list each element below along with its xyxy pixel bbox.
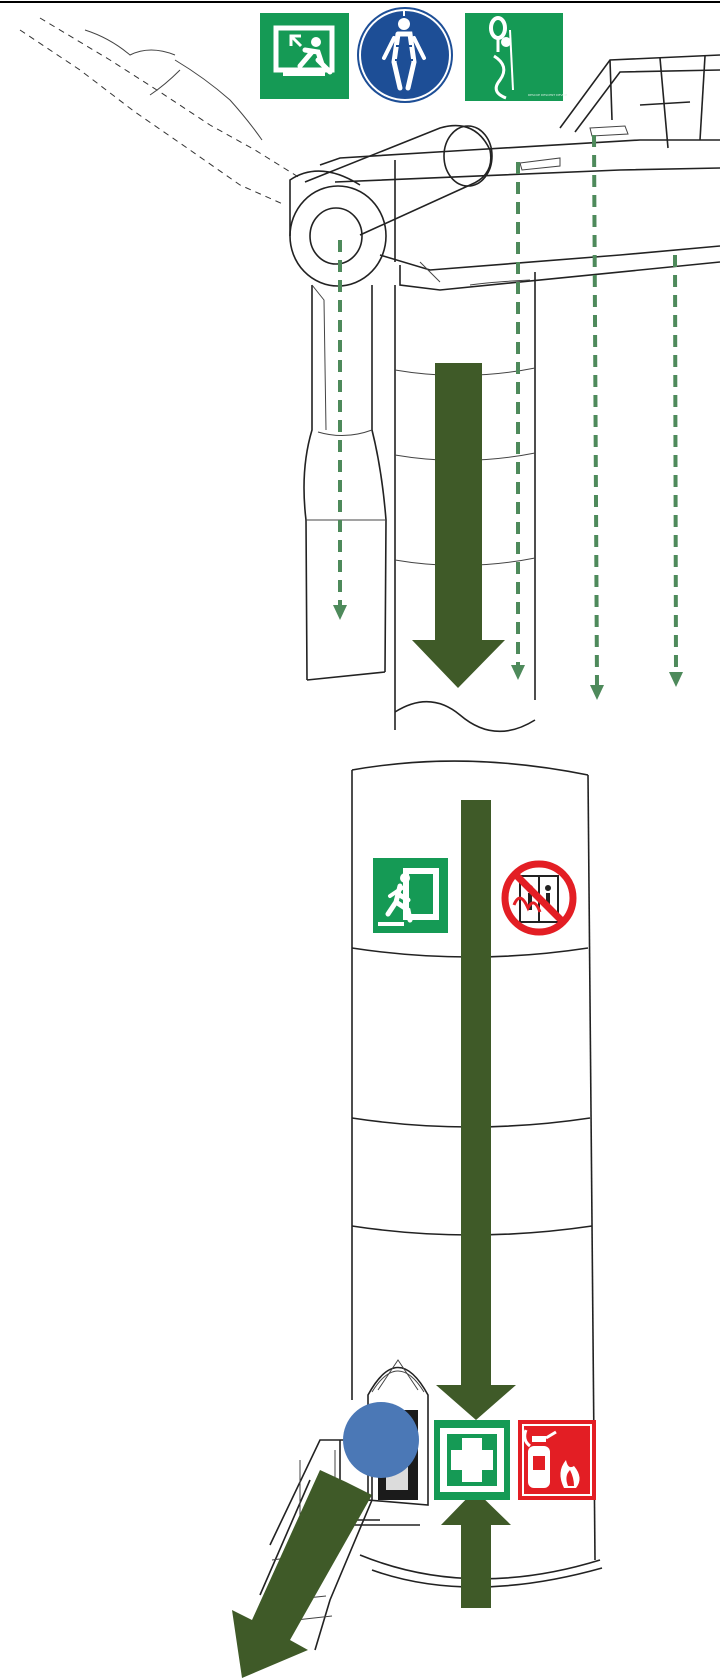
emergency-exit-hatch-sign	[260, 13, 349, 99]
base-entry-arrow	[441, 1490, 511, 1608]
main-descent-arrow	[412, 363, 505, 688]
wear-safety-harness-sign	[357, 7, 453, 103]
nacelle-railing	[559, 54, 720, 149]
escape-routes	[333, 134, 683, 700]
person-through-hatch-icon	[273, 25, 335, 76]
first-aid-sign	[434, 1420, 510, 1500]
rotor-blade-lower	[303, 284, 387, 681]
running-person-exit-icon	[378, 868, 439, 926]
exit-stairs-arrow	[232, 1470, 372, 1678]
no-lift-in-fire-sign	[501, 860, 577, 936]
fire-extinguisher-sign	[518, 1420, 596, 1500]
safety-harness-icon	[382, 10, 426, 91]
turbine-top-drawing	[19, 17, 720, 733]
emergency-exit-sign	[373, 858, 448, 933]
descent-device-icon	[489, 16, 514, 100]
first-aid-cross-icon	[440, 1428, 504, 1492]
tower-descent-arrow	[436, 800, 516, 1420]
fire-extinguisher-icon	[523, 1429, 580, 1488]
rescue-device-caption: RESCUE DESCENT DEVICE	[528, 93, 567, 97]
nacelle-escape-route-3	[669, 254, 683, 687]
nacelle-escape-route-2	[590, 134, 604, 700]
rotor-blade-upper	[19, 17, 301, 206]
rescue-descent-device-sign: RESCUE DESCENT DEVICE	[465, 13, 567, 101]
nacelle-escape-route-1	[511, 162, 525, 680]
hub-escape-route	[333, 240, 347, 620]
assembly-point-marker	[343, 1402, 419, 1478]
blade-root	[304, 124, 493, 236]
